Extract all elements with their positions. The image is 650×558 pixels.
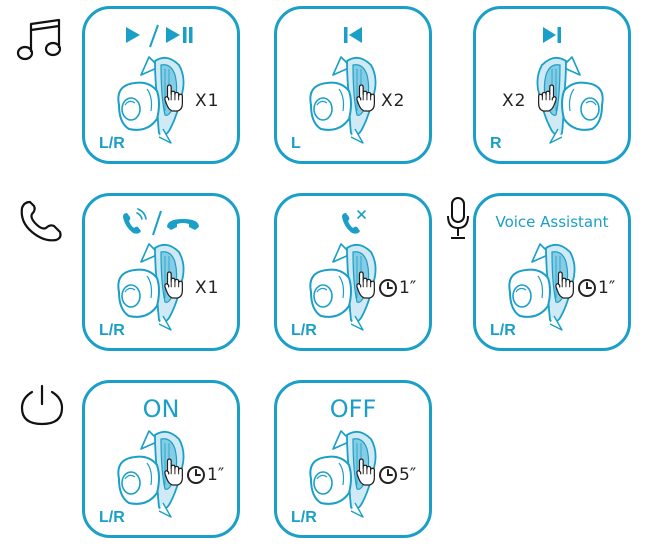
- clock-icon: [379, 279, 397, 297]
- answer-end-call-icon: [85, 202, 237, 242]
- earbud-icon: [309, 243, 377, 331]
- previous-track-card: X2 L: [274, 6, 432, 164]
- tap-count: X2: [381, 91, 406, 111]
- side-label: L/R: [99, 509, 125, 526]
- power-off-title: OFF: [329, 395, 377, 423]
- power-on-title: ON: [142, 395, 180, 423]
- power-on-card: ON 1″ L/R: [82, 380, 240, 538]
- hold-seconds: 1″: [598, 278, 616, 298]
- hold-duration: 1″: [578, 278, 615, 298]
- power-icon: [20, 384, 64, 432]
- side-label: L/R: [490, 322, 516, 339]
- earbud-icon: [117, 430, 185, 518]
- hold-seconds: 1″: [207, 465, 225, 485]
- earbud-icon: [309, 56, 377, 144]
- power-off-card: OFF 5″ L/R: [274, 380, 432, 538]
- voice-assistant-title: Voice Assistant: [495, 213, 609, 231]
- reject-call-card: 1″ L/R: [274, 193, 432, 351]
- tap-count: X1: [195, 91, 220, 111]
- side-label: R: [490, 135, 502, 152]
- hold-seconds: 1″: [399, 278, 417, 298]
- earbud-icon: [117, 56, 185, 144]
- side-label: L/R: [99, 322, 125, 339]
- earbud-icon: [536, 56, 604, 144]
- earbud-icon: [309, 430, 377, 518]
- earbud-icon: [508, 243, 576, 331]
- answer-end-call-card: X1 L/R: [82, 193, 240, 351]
- hold-seconds: 5″: [399, 465, 417, 485]
- clock-icon: [187, 466, 205, 484]
- hold-duration: 1″: [187, 465, 224, 485]
- phone-icon: [18, 198, 64, 248]
- side-label: L/R: [291, 509, 317, 526]
- reject-call-icon: [277, 202, 429, 242]
- hold-duration: 1″: [379, 278, 416, 298]
- voice-assistant-card: Voice Assistant 1″ L/R: [473, 193, 631, 351]
- previous-track-icon: [277, 15, 429, 55]
- side-label: L/R: [99, 135, 125, 152]
- tap-count: X2: [502, 91, 527, 111]
- music-note-icon: [15, 18, 65, 66]
- play-pause-icon: [85, 15, 237, 55]
- play-pause-card: X1 L/R: [82, 6, 240, 164]
- microphone-icon: [445, 196, 471, 246]
- side-label: L: [291, 135, 301, 152]
- hold-duration: 5″: [379, 465, 416, 485]
- next-track-card: X2 R: [473, 6, 631, 164]
- next-track-icon: [476, 15, 628, 55]
- side-label: L/R: [291, 322, 317, 339]
- clock-icon: [379, 466, 397, 484]
- earbud-icon: [117, 243, 185, 331]
- tap-count: X1: [195, 278, 220, 298]
- clock-icon: [578, 279, 596, 297]
